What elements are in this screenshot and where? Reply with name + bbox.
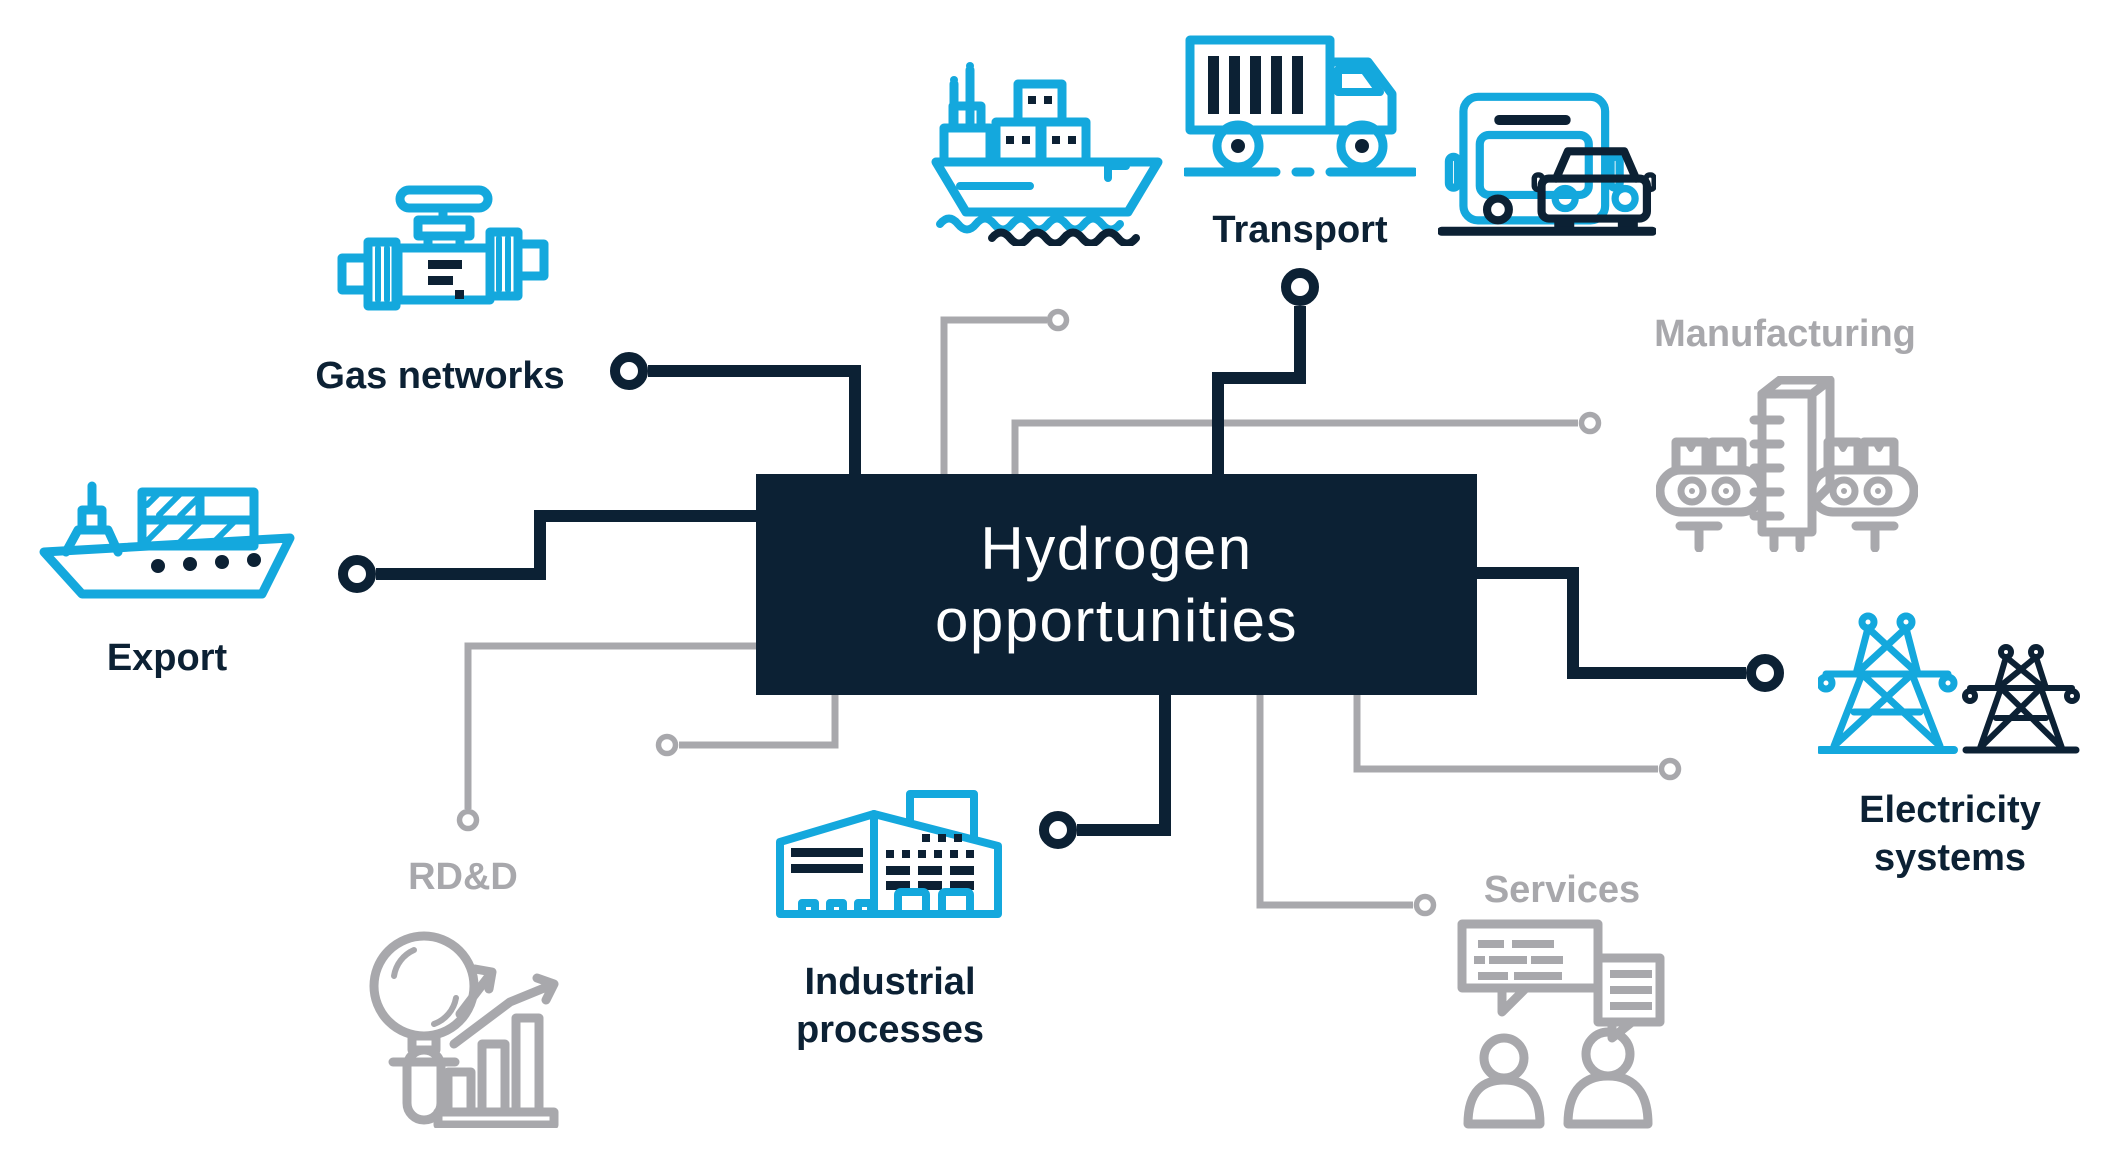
connector-electricity <box>1475 567 1746 679</box>
terminal-manufacturing <box>1578 411 1602 435</box>
transmission-tower-navy-icon <box>1962 644 2080 754</box>
container-ship-icon <box>931 62 1163 246</box>
magnifier-chart-icon <box>369 931 559 1128</box>
export-label: Export <box>106 637 228 679</box>
connector-manufacturing <box>1011 419 1578 476</box>
terminal-gas-networks <box>610 352 648 390</box>
transport-label: Transport <box>1212 209 1388 251</box>
gas-valve-icon <box>337 185 549 311</box>
gas-networks-label: Gas networks <box>315 355 565 397</box>
connector-industrial <box>1077 693 1171 836</box>
hub-box: Hydrogen opportunities <box>756 474 1477 695</box>
connector-transport <box>1212 306 1306 478</box>
terminal-bottom-right <box>1658 757 1682 781</box>
rdd-label: RD&D <box>408 856 518 898</box>
manufacturing-label: Manufacturing <box>1654 313 1916 355</box>
terminal-industrial <box>1039 811 1077 849</box>
services-label: Services <box>1483 869 1641 911</box>
transmission-towers-icons <box>1818 612 2080 754</box>
terminal-bottom-left <box>655 733 679 757</box>
terminal-electricity <box>1746 654 1784 692</box>
car-icon <box>1531 147 1656 230</box>
connector-gas-networks <box>648 365 861 478</box>
bus-and-car-icons <box>1438 92 1656 236</box>
industrial-processes-label: Industrial processes <box>795 961 984 1051</box>
chat-people-icon <box>1457 919 1665 1129</box>
conveyor-icon <box>1656 376 1918 552</box>
connector-rdd <box>464 642 758 809</box>
cargo-ship-icon <box>39 481 295 599</box>
truck-icon <box>1184 35 1416 177</box>
factory-icon <box>776 790 1002 918</box>
terminal-services <box>1413 893 1437 917</box>
connector-bottom-right <box>1353 693 1658 773</box>
electricity-systems-label: Electricity systems <box>1859 789 2041 879</box>
terminal-top-left <box>1046 308 1070 332</box>
bus-icon <box>1444 92 1624 225</box>
terminal-rdd <box>456 808 480 832</box>
connector-top-left <box>940 316 1047 476</box>
terminal-transport <box>1281 268 1319 306</box>
connector-export <box>376 510 760 580</box>
connector-bottom-left <box>679 693 839 749</box>
transmission-tower-cyan-icon <box>1818 612 1958 754</box>
terminal-export <box>338 555 376 593</box>
connector-services <box>1256 693 1413 909</box>
hub-title: Hydrogen opportunities <box>934 514 1299 654</box>
